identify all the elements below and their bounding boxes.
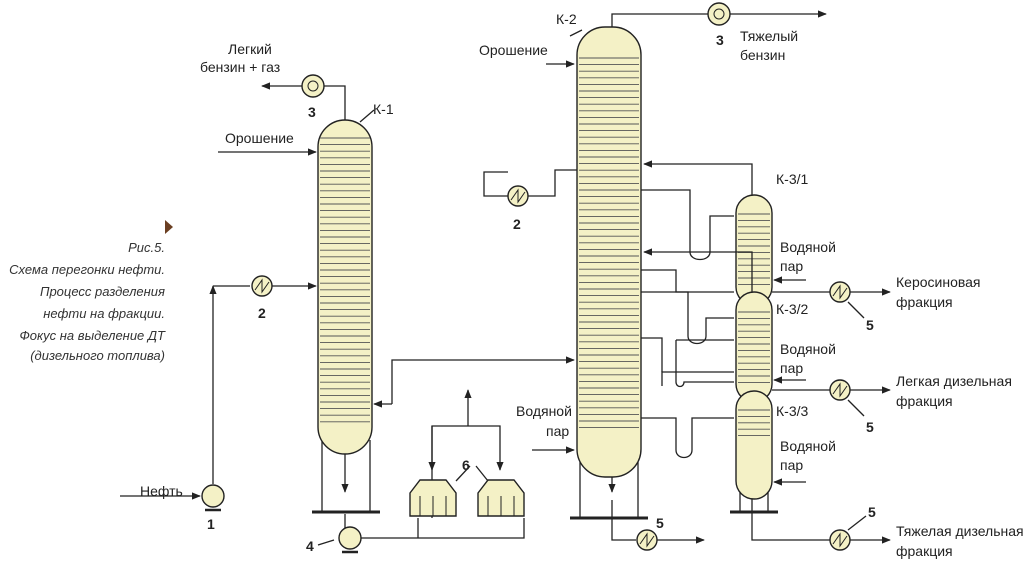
heavy-gasoline-line-1: Тяжелый: [740, 28, 798, 44]
heavy-gasoline-line-2: бензин: [740, 47, 785, 63]
column-k2: [570, 26, 648, 520]
column-k3: [730, 194, 778, 514]
steam-k32-line-2: пар: [780, 360, 803, 376]
cooler-k1-top-icon: [301, 74, 325, 98]
k1-label: К-1: [373, 101, 394, 117]
k2-label: К-2: [556, 11, 577, 27]
feed-pump-icon: [201, 484, 225, 512]
furnace-1-icon: [409, 479, 457, 517]
caption-line-3: нефти на фракции.: [43, 306, 165, 321]
furnaces-number: 6: [462, 457, 470, 473]
caption-line-1: Схема перегонки нефти.: [9, 262, 165, 277]
cooler-kerosene-number: 5: [866, 317, 874, 333]
steam-k2-line-2: пар: [546, 423, 569, 439]
oil-label: Нефть: [140, 483, 183, 499]
heater-k2-number: 2: [513, 216, 521, 232]
caption-line-4: Фокус на выделение ДТ: [19, 328, 166, 343]
steam-k2-line-1: Водяной: [516, 403, 572, 419]
caption-title: Рис.5.: [128, 240, 165, 255]
furnace-2-icon: [477, 479, 525, 517]
k31-label: К-3/1: [776, 171, 808, 187]
cooler-light-diesel-number: 5: [866, 419, 874, 435]
reflux-k2-label: Орошение: [479, 42, 548, 58]
steam-k32-line-1: Водяной: [780, 341, 836, 357]
cooler-k2-bottom-number: 5: [656, 515, 664, 531]
heater-k1-icon: [251, 275, 273, 297]
caption-marker-icon: [165, 220, 173, 234]
kerosene-line-2: фракция: [896, 294, 953, 310]
caption-line-2: Процесс разделения: [40, 284, 165, 299]
cooler-heavy-diesel-number: 5: [868, 504, 876, 520]
heater-k1-number: 2: [258, 305, 266, 321]
light-gasoline-line-1: Легкий: [228, 41, 272, 57]
heavy-diesel-line-1: Тяжелая дизельная: [896, 523, 1024, 539]
cooler-k1-top-number: 3: [308, 104, 316, 120]
caption-line-5: (дизельного топлива): [30, 348, 165, 363]
cooler-heavy-diesel-icon: [829, 529, 851, 551]
steam-k31-line-1: Водяной: [780, 239, 836, 255]
column-k1: [312, 119, 380, 514]
steam-k31-line-2: пар: [780, 258, 803, 274]
light-gasoline-line-2: бензин + газ: [200, 59, 280, 75]
pump-k1-bottom-number: 4: [306, 538, 314, 554]
reflux-k1-label: Орошение: [225, 130, 294, 146]
steam-k33-line-2: пар: [780, 457, 803, 473]
cooler-k2-top-icon: [707, 2, 731, 26]
kerosene-line-1: Керосиновая: [896, 274, 981, 290]
cooler-light-diesel-icon: [829, 379, 851, 401]
k32-label: К-3/2: [776, 301, 808, 317]
feed-pump-number: 1: [207, 516, 215, 532]
cooler-k2-bottom-icon: [636, 529, 658, 551]
light-diesel-line-2: фракция: [896, 393, 953, 409]
pump-k1-bottom-icon: [338, 526, 362, 554]
k33-label: К-3/3: [776, 403, 808, 419]
cooler-k2-top-number: 3: [716, 32, 724, 48]
heater-k2-icon: [507, 185, 529, 207]
heavy-diesel-line-2: фракция: [896, 543, 953, 559]
steam-k33-line-1: Водяной: [780, 438, 836, 454]
light-diesel-line-1: Легкая дизельная: [896, 373, 1012, 389]
cooler-kerosene-icon: [829, 281, 851, 303]
